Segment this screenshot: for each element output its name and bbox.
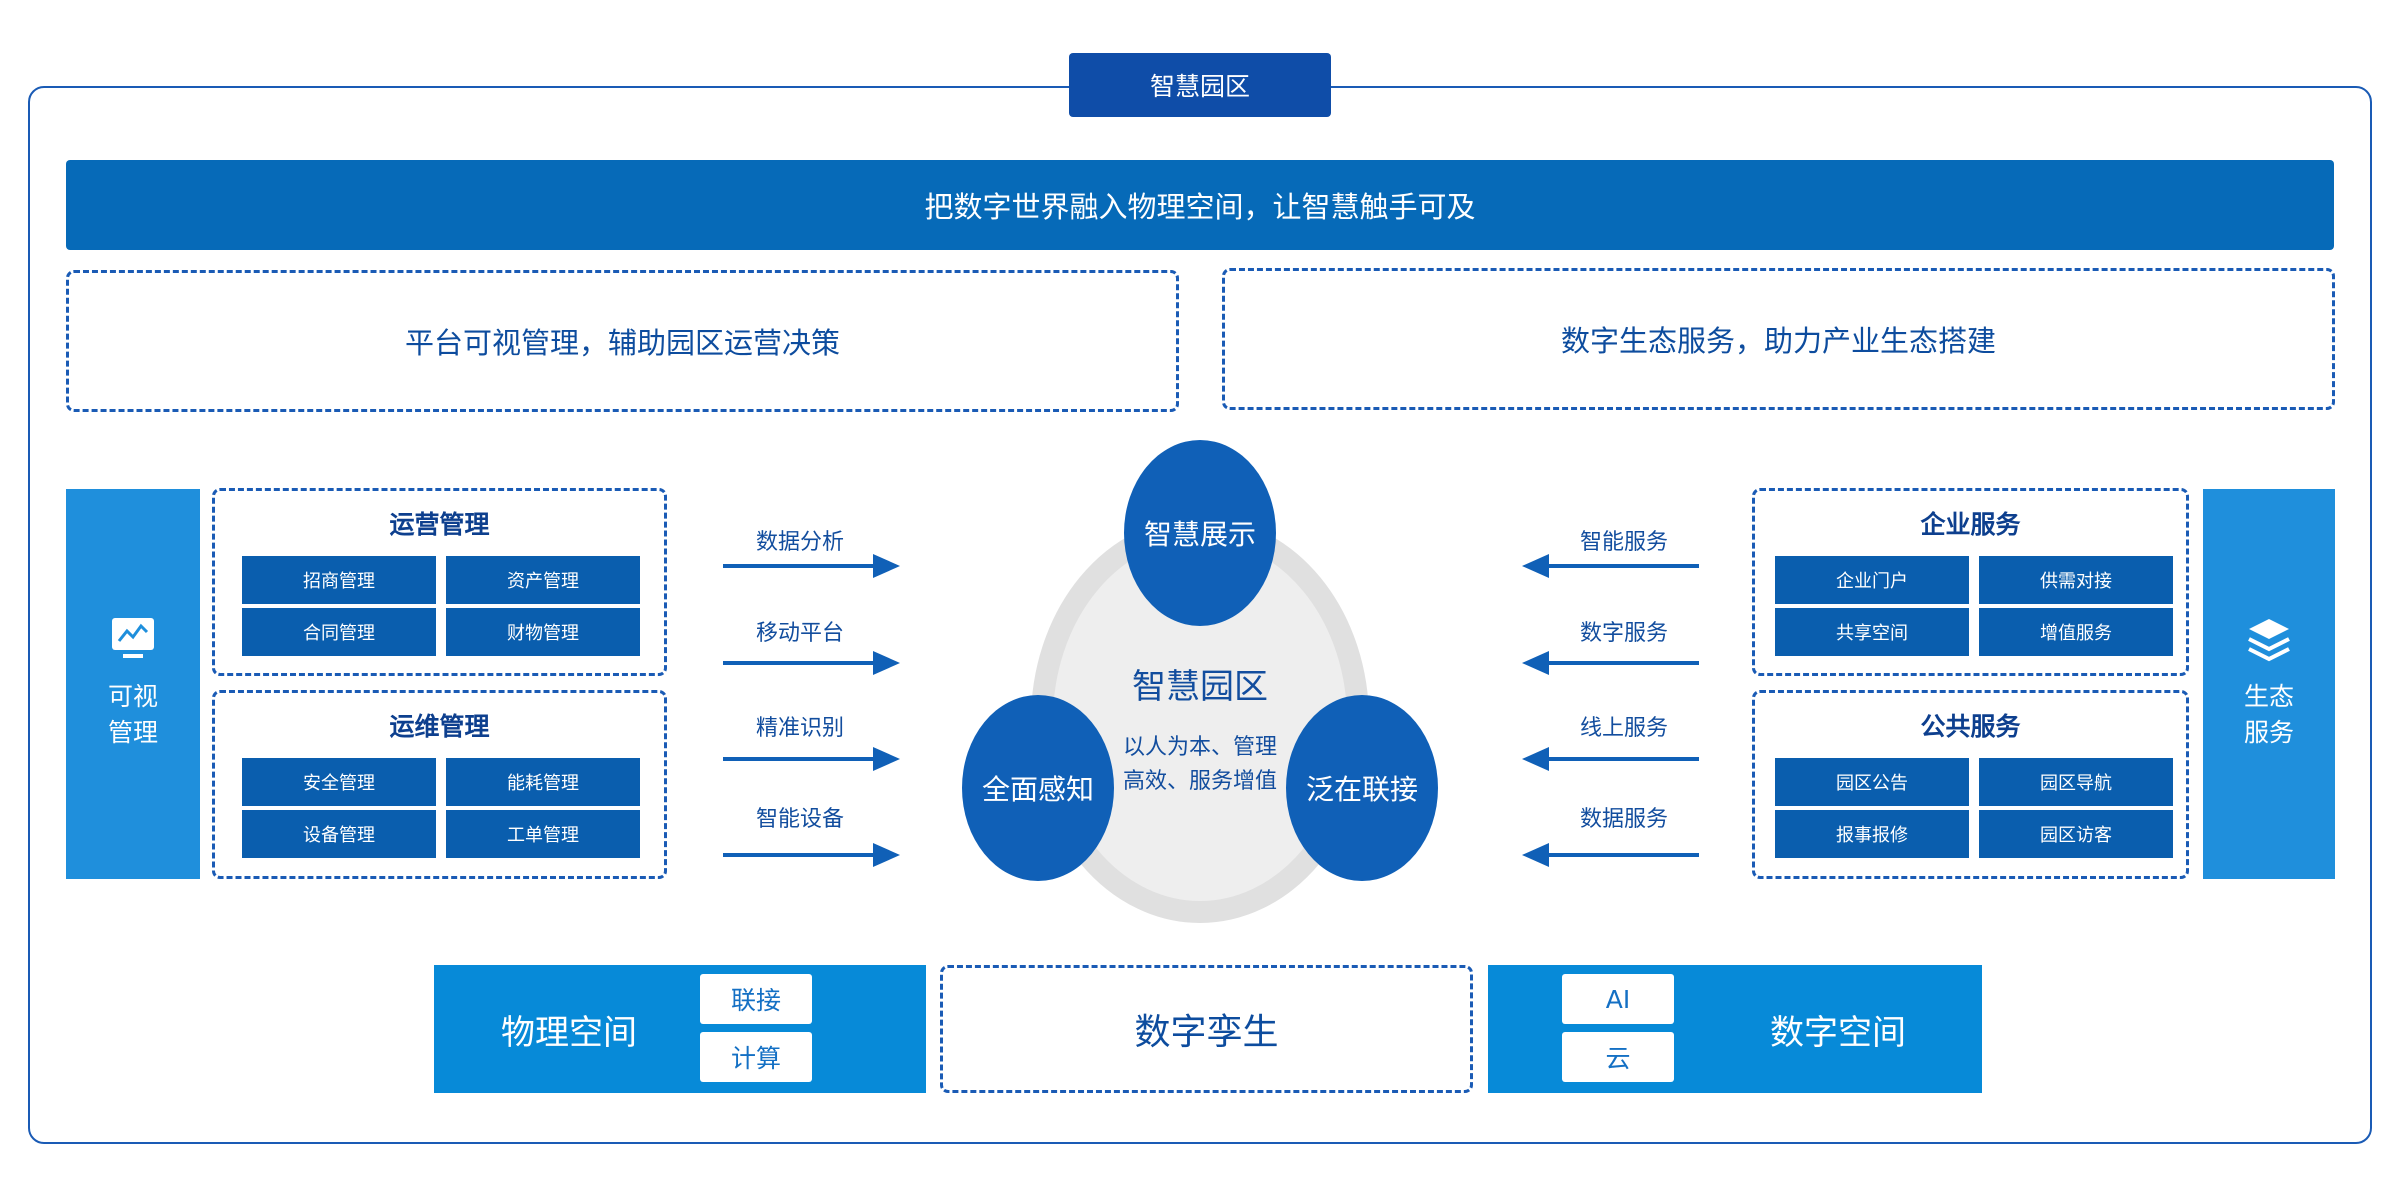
module-chip: 资产管理 bbox=[446, 556, 640, 604]
center-title: 智慧园区 bbox=[1132, 666, 1268, 707]
side-bar-ecosystem-service: 生态 服务 bbox=[2203, 489, 2335, 879]
tag-compute: 计算 bbox=[700, 1032, 812, 1082]
module-chip: 供需对接 bbox=[1979, 556, 2173, 604]
group-title: 运维管理 bbox=[389, 712, 490, 741]
circle-ubiquitous-connection: 泛在联接 bbox=[1286, 695, 1438, 881]
flow-label: 智能服务 bbox=[1579, 530, 1668, 555]
tag-ai: AI bbox=[1562, 974, 1674, 1024]
monitor-chart-icon bbox=[112, 618, 154, 658]
side-bar-label-line2: 服务 bbox=[2243, 718, 2294, 747]
physical-space-title: 物理空间 bbox=[501, 1012, 637, 1053]
digital-twin-box: 数字孪生 bbox=[940, 965, 1473, 1093]
title-tab: 智慧园区 bbox=[1069, 53, 1331, 117]
module-chip: 园区公告 bbox=[1775, 758, 1969, 806]
group-operation-management: 运营管理 招商管理 资产管理 合同管理 财物管理 bbox=[212, 488, 667, 676]
group-title: 企业服务 bbox=[1920, 510, 2021, 539]
flow-label: 移动平台 bbox=[755, 621, 844, 646]
module-chip: 合同管理 bbox=[242, 608, 436, 656]
module-chip: 共享空间 bbox=[1775, 608, 1969, 656]
circle-smart-display: 智慧展示 bbox=[1124, 440, 1276, 626]
side-bar-label-line2: 管理 bbox=[107, 718, 158, 747]
center-subtitle-line2: 高效、服务增值 bbox=[1122, 769, 1277, 794]
group-title: 运营管理 bbox=[389, 510, 490, 539]
module-chip: 园区导航 bbox=[1979, 758, 2173, 806]
center-subtitle-line1: 以人为本、管理 bbox=[1122, 735, 1277, 760]
group-maintenance-management: 运维管理 安全管理 能耗管理 设备管理 工单管理 bbox=[212, 690, 667, 879]
module-chip: 园区访客 bbox=[1979, 810, 2173, 858]
side-bar-visual-management: 可视 管理 bbox=[66, 489, 200, 879]
module-chip: 能耗管理 bbox=[446, 758, 640, 806]
side-bar-label-line1: 可视 bbox=[107, 682, 158, 711]
digital-space-title: 数字空间 bbox=[1770, 1012, 1906, 1053]
module-chip: 安全管理 bbox=[242, 758, 436, 806]
flow-label: 智能设备 bbox=[755, 807, 844, 832]
goal-right-box: 数字生态服务，助力产业生态搭建 bbox=[1222, 268, 2335, 410]
tag-connection: 联接 bbox=[700, 974, 812, 1024]
layers-icon bbox=[2248, 619, 2290, 662]
group-public-service: 公共服务 园区公告 园区导航 报事报修 园区访客 bbox=[1752, 690, 2189, 879]
group-enterprise-service: 企业服务 企业门户 供需对接 共享空间 增值服务 bbox=[1752, 488, 2189, 676]
slogan-banner: 把数字世界融入物理空间，让智慧触手可及 bbox=[66, 160, 2334, 250]
group-title: 公共服务 bbox=[1920, 712, 2021, 741]
left-flow-arrows bbox=[723, 554, 900, 867]
module-chip: 财物管理 bbox=[446, 608, 640, 656]
module-chip: 设备管理 bbox=[242, 810, 436, 858]
digital-space-block: AI 云 数字空间 bbox=[1488, 965, 1982, 1093]
goal-left-box: 平台可视管理，辅助园区运营决策 bbox=[66, 270, 1179, 412]
module-chip: 招商管理 bbox=[242, 556, 436, 604]
module-chip: 工单管理 bbox=[446, 810, 640, 858]
flow-label: 线上服务 bbox=[1579, 716, 1668, 741]
flow-label: 数据分析 bbox=[755, 530, 844, 555]
flow-label: 数字服务 bbox=[1579, 621, 1668, 646]
flow-label: 数据服务 bbox=[1579, 807, 1668, 832]
circle-full-perception: 全面感知 bbox=[962, 695, 1114, 881]
side-bar-label-line1: 生态 bbox=[2243, 682, 2294, 711]
module-chip: 报事报修 bbox=[1775, 810, 1969, 858]
right-flow-arrows bbox=[1522, 554, 1699, 867]
module-chip: 增值服务 bbox=[1979, 608, 2173, 656]
module-chip: 企业门户 bbox=[1775, 556, 1969, 604]
flow-label: 精准识别 bbox=[755, 716, 844, 741]
tag-cloud: 云 bbox=[1562, 1032, 1674, 1082]
physical-space-block: 物理空间 联接 计算 bbox=[434, 965, 926, 1093]
